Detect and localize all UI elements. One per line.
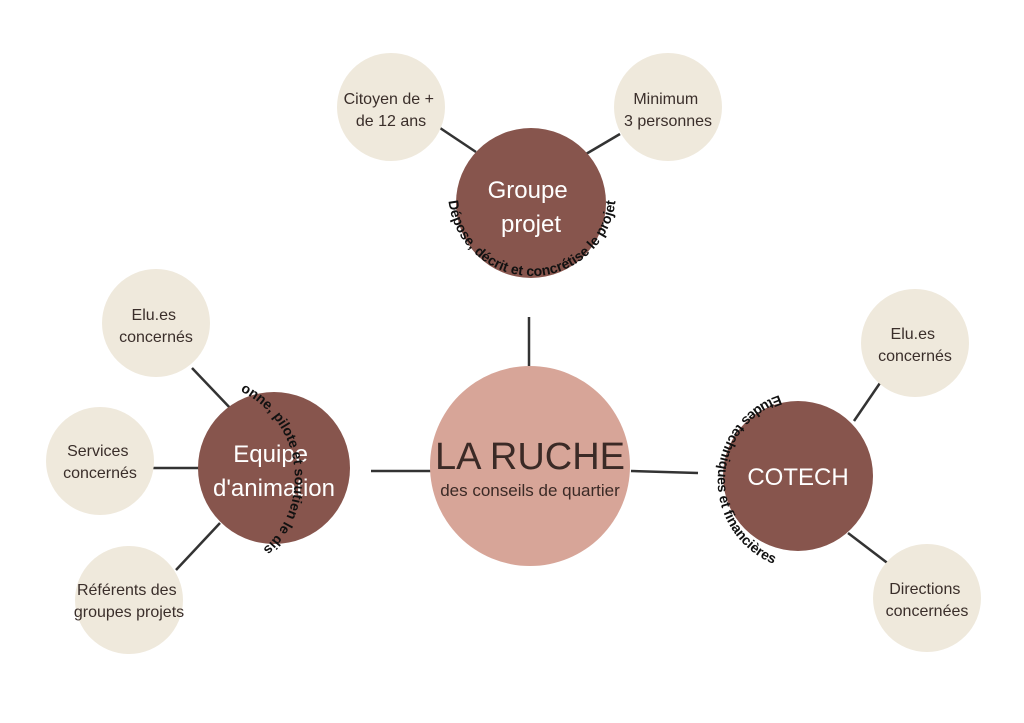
satellite-elus-equipe	[102, 269, 210, 377]
satellite-elus-equipe-label: Elu.es concernés	[119, 307, 193, 346]
satellite-referents-label: Référents des groupes projets	[74, 582, 184, 621]
groupe-projet-cluster: Citoyen de + de 12 ans Minimum 3 personn…	[337, 53, 722, 279]
satellite-citoyen	[337, 53, 445, 161]
cotech-cluster: Elu.es concernés Directions concernées C…	[715, 289, 981, 652]
la-ruche-subtitle: des conseils de quartier	[440, 481, 620, 500]
satellite-directions	[873, 544, 981, 652]
satellite-minimum-label: Minimum 3 personnes	[624, 91, 712, 130]
equipe-animation-title: Equipe d'animation	[213, 441, 335, 502]
cotech-node	[723, 401, 873, 551]
link-cotech-elus	[852, 382, 882, 422]
satellite-minimum	[614, 53, 722, 161]
satellite-elus-cotech-label: Elu.es concernés	[878, 326, 952, 365]
groupe-projet-node	[456, 128, 606, 278]
satellite-services-label: Services concernés	[63, 443, 137, 482]
la-ruche-cluster: LA RUCHE des conseils de quartier	[430, 366, 630, 566]
la-ruche-node	[430, 366, 630, 566]
satellite-referents	[75, 546, 183, 654]
link-equipe-referents	[175, 522, 221, 571]
groupe-projet-title: Groupe projet	[488, 177, 575, 238]
satellite-elus-cotech	[861, 289, 969, 397]
satellite-directions-label: Directions concernées	[886, 581, 969, 620]
link-groupe-minimum	[585, 132, 621, 156]
satellite-citoyen-label: Citoyen de + de 12 ans	[344, 91, 439, 130]
link-center-cotech	[630, 469, 699, 475]
link-cotech-directions	[847, 532, 891, 566]
connectors	[152, 126, 891, 571]
la-ruche-title: LA RUCHE	[435, 436, 625, 478]
equipe-animation-node	[198, 392, 350, 544]
satellite-services	[46, 407, 154, 515]
cotech-title: COTECH	[747, 464, 848, 491]
equipe-animation-cluster: Elu.es concernés Services concernés Réfé…	[0, 0, 350, 654]
link-groupe-citoyen	[439, 126, 477, 154]
link-equipe-elus	[191, 367, 233, 411]
